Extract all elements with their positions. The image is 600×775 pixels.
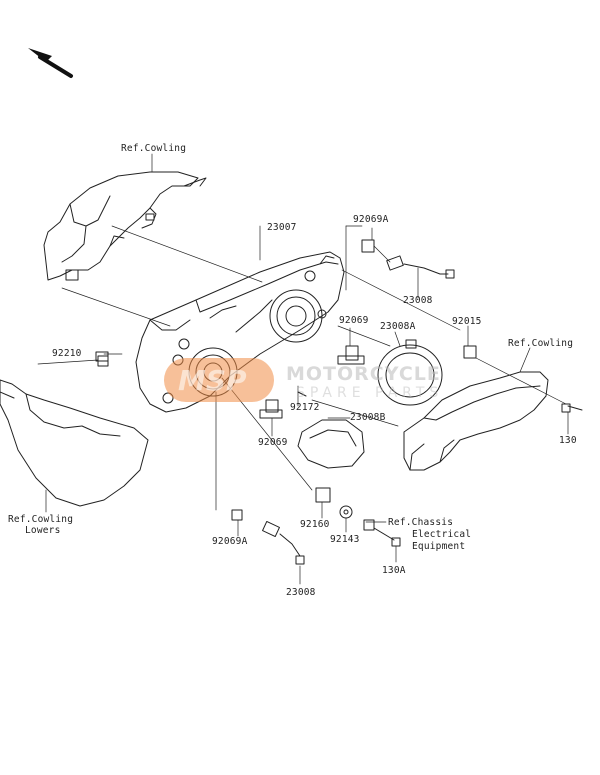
label-23008A: 23008A xyxy=(380,321,416,332)
direction-arrow-icon xyxy=(28,48,73,78)
grommet-92015 xyxy=(463,345,477,359)
label-23008-top: 23008 xyxy=(403,295,433,306)
grommet-92160 xyxy=(315,487,331,503)
label-ref-chassis-3: Equipment xyxy=(412,541,466,552)
cover-23008B xyxy=(297,419,365,469)
label-92015: 92015 xyxy=(452,316,482,327)
label-92172: 92172 xyxy=(290,402,320,413)
screw-92172 xyxy=(297,391,307,397)
label-92069: 92069 xyxy=(339,315,369,326)
cover-23008A xyxy=(377,339,443,406)
label-ref-cowling-right: Ref.Cowling xyxy=(508,338,574,349)
label-23007: 23007 xyxy=(267,222,297,233)
label-ref-cowling-lowers-1: Ref.Cowling xyxy=(8,514,74,525)
lower-cowling-part xyxy=(0,351,149,507)
headlight-assembly xyxy=(135,251,345,413)
bulb-92069-lower xyxy=(259,399,283,419)
label-130: 130 xyxy=(559,435,577,446)
socket-23008-bottom xyxy=(231,509,305,565)
label-92069A-top: 92069A xyxy=(353,214,389,225)
socket-23008-top xyxy=(361,239,455,279)
watermark-line2: SPARE PARTS xyxy=(296,385,444,401)
label-92143: 92143 xyxy=(330,534,360,545)
clip-92210 xyxy=(97,355,109,367)
upper-cowling-part xyxy=(43,171,207,281)
label-ref-chassis-2: Electrical xyxy=(412,529,472,540)
label-23008B: 23008B xyxy=(350,412,386,423)
watermark-badge-text: MSP xyxy=(178,364,247,397)
label-92210: 92210 xyxy=(52,348,82,359)
label-92160: 92160 xyxy=(300,519,330,530)
right-cowling-bracket xyxy=(403,371,549,471)
label-23008-bottom: 23008 xyxy=(286,587,316,598)
bolt-130 xyxy=(561,403,583,413)
label-130A: 130A xyxy=(382,565,406,576)
label-ref-chassis-1: Ref.Chassis xyxy=(388,517,454,528)
bulb-92069 xyxy=(337,345,365,365)
watermark-badge xyxy=(164,358,274,402)
label-ref-cowling-lowers-2: Lowers xyxy=(25,525,61,536)
watermark-line1: MOTORCYCLE xyxy=(286,363,441,385)
collar-92143 xyxy=(339,505,353,519)
label-92069-lower: 92069 xyxy=(258,437,288,448)
label-ref-cowling-top: Ref.Cowling xyxy=(121,143,187,154)
label-92069A-bottom: 92069A xyxy=(212,536,248,547)
